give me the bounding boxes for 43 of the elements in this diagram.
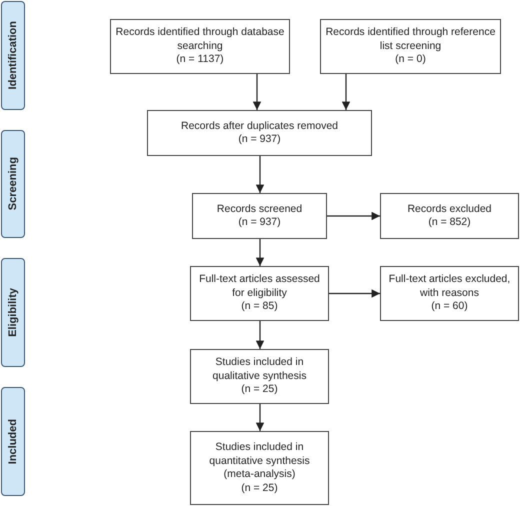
count-text: (n = 937): [238, 216, 281, 230]
arrow: [327, 212, 380, 220]
count-text: (n = 937): [238, 133, 281, 146]
count-text: (n = 25): [241, 383, 278, 397]
arrow: [252, 74, 262, 110]
box-text: Records screened: [216, 202, 302, 216]
phase-label: Included: [8, 418, 18, 464]
count-text: (n = 852): [428, 216, 471, 230]
box-text: Records identified through reference list screening: [325, 26, 496, 54]
phase-label-band: [1, 1, 25, 110]
process-box: [380, 266, 519, 321]
arrow: [256, 321, 264, 349]
count-text: (n = 0): [395, 53, 426, 67]
count-text: (n = 25): [241, 482, 278, 495]
phase-label-band: [1, 387, 25, 496]
process-box: [380, 193, 519, 239]
box-text: Full-text articles excluded, with reasons: [388, 273, 512, 300]
phase-label-band: [1, 130, 25, 238]
box-text: Studies included in quantitative synthesis (meta-analysis): [208, 441, 311, 482]
phase-label-band: [1, 258, 25, 367]
process-box: [110, 19, 290, 74]
count-text: (n = 60): [431, 300, 468, 314]
box-text: Records identified through database searching: [115, 26, 285, 54]
box-text: Records excluded: [407, 202, 492, 216]
process-box: [190, 431, 329, 505]
count-text: (n = 85): [241, 300, 278, 314]
arrow: [329, 289, 380, 298]
box-text: Full-text articles assessed for eligibility: [198, 273, 321, 300]
arrow: [342, 74, 350, 110]
arrow: [256, 404, 264, 431]
arrow: [256, 239, 264, 266]
process-box: [192, 193, 327, 239]
process-box: [320, 19, 501, 74]
box-text: Studies included in qualitative synthesis: [212, 356, 308, 384]
phase-label: Identification: [8, 21, 18, 90]
count-text: (n = 1137): [176, 53, 224, 67]
process-box: [190, 349, 329, 404]
box-text: Records after duplicates removed: [181, 120, 338, 133]
arrow: [256, 156, 264, 193]
process-box: [190, 266, 329, 321]
process-box: [147, 110, 372, 156]
phase-label: Eligibility: [8, 288, 18, 337]
phase-label: Screening: [8, 157, 18, 211]
